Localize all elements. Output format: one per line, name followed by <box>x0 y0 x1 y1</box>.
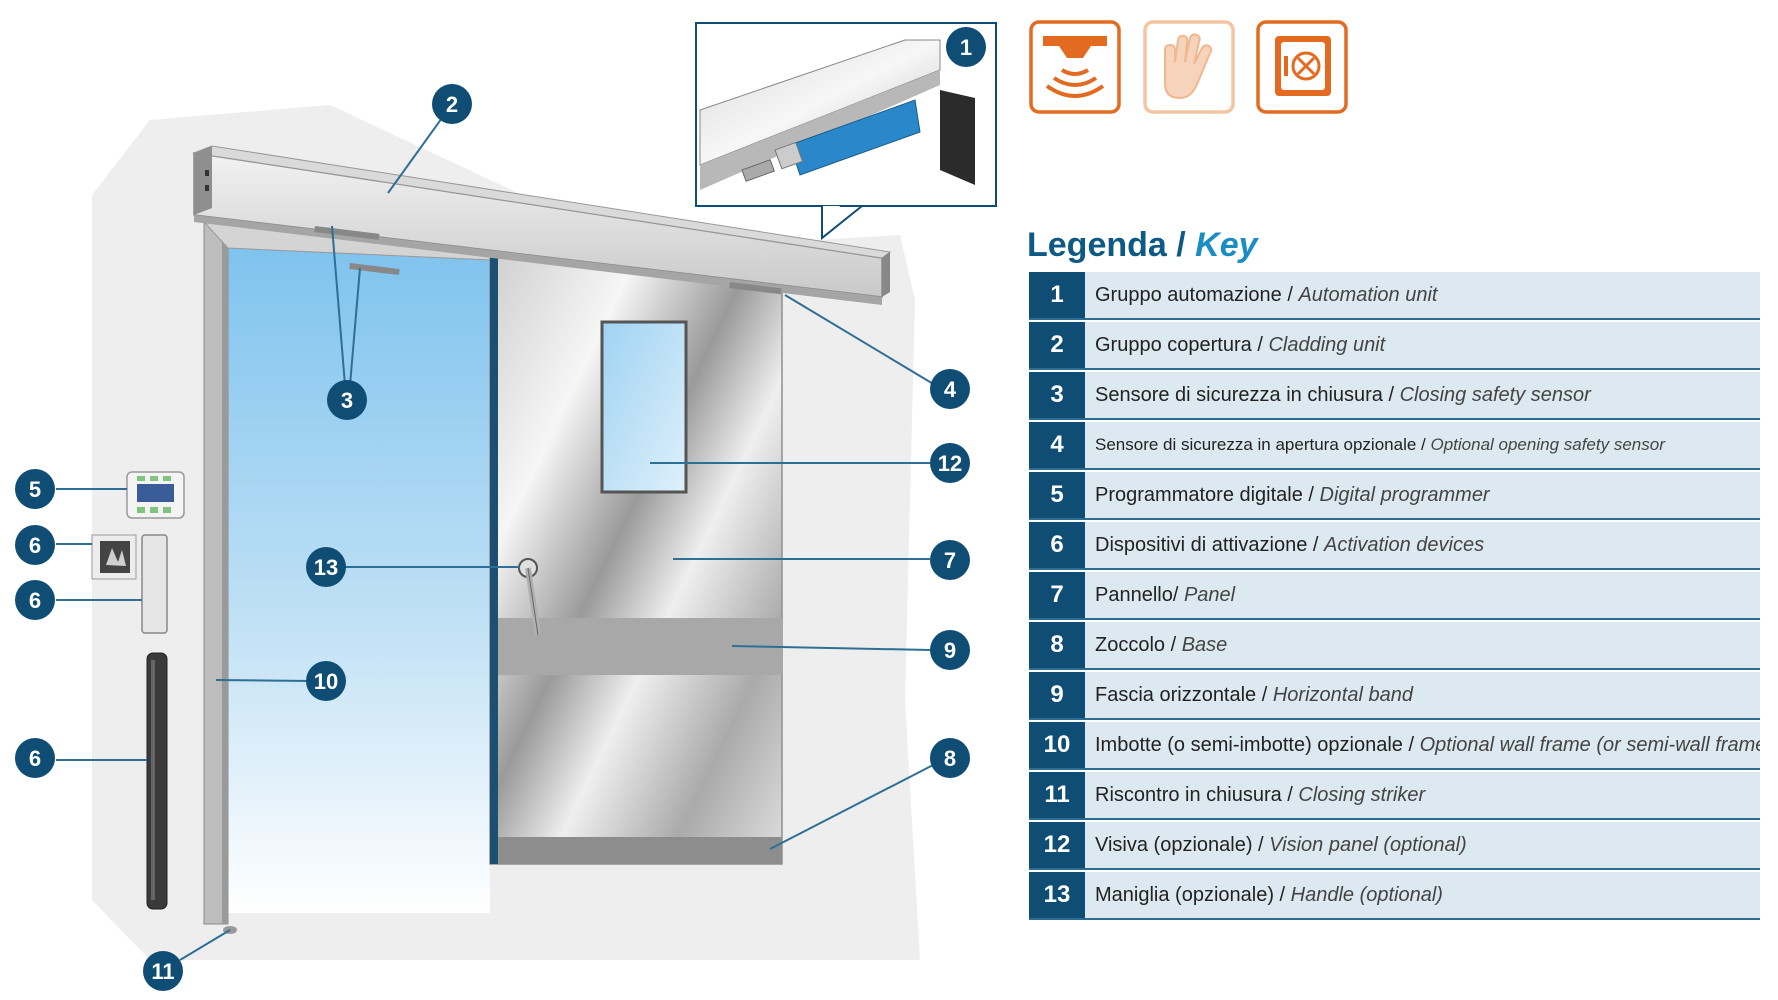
door-base <box>498 837 782 864</box>
callout-2: 2 <box>432 84 472 124</box>
legend-label: Gruppo copertura / Cladding unit <box>1085 322 1760 368</box>
legend-title: Legenda / Key <box>1027 226 1258 265</box>
svg-text:6: 6 <box>29 746 41 771</box>
legend-number: 5 <box>1029 472 1085 518</box>
callout-6a: 6 <box>15 525 55 565</box>
svg-text:9: 9 <box>944 638 956 663</box>
callout-6c: 6 <box>15 738 55 778</box>
legend-number: 10 <box>1029 722 1085 768</box>
vision-panel <box>600 320 688 494</box>
svg-text:4: 4 <box>944 377 957 402</box>
legend-title-sep: / <box>1166 226 1196 264</box>
legend-number: 4 <box>1029 422 1085 468</box>
legend-label: Dispositivi di attivazione / Activation … <box>1085 522 1760 568</box>
legend-number: 9 <box>1029 672 1085 718</box>
svg-text:7: 7 <box>944 548 956 573</box>
activation-device-hand <box>91 534 137 580</box>
svg-text:10: 10 <box>314 669 338 694</box>
legend-number: 8 <box>1029 622 1085 668</box>
callout-4: 4 <box>930 369 970 409</box>
callout-7: 7 <box>930 540 970 580</box>
legend-number: 1 <box>1029 272 1085 318</box>
callout-13: 13 <box>306 547 346 587</box>
opening-sensor <box>729 282 782 295</box>
automation-unit-inset <box>695 22 997 241</box>
svg-text:1: 1 <box>960 35 972 60</box>
svg-text:12: 12 <box>938 451 962 476</box>
svg-text:6: 6 <box>29 588 41 613</box>
svg-text:13: 13 <box>314 555 338 580</box>
svg-text:8: 8 <box>944 746 956 771</box>
callout-10: 10 <box>306 661 346 701</box>
digital-programmer <box>126 471 185 519</box>
legend-number: 6 <box>1029 522 1085 568</box>
callout-12: 12 <box>930 443 970 483</box>
legend-label: Pannello/ Panel <box>1085 572 1760 618</box>
callout-9: 9 <box>930 630 970 670</box>
legend-label: Gruppo automazione / Automation unit <box>1085 272 1760 318</box>
cladding-unit <box>192 145 892 305</box>
callout-11: 11 <box>143 951 183 991</box>
callout-6b: 6 <box>15 580 55 620</box>
closing-sensor <box>314 225 380 240</box>
svg-text:3: 3 <box>341 388 353 413</box>
svg-text:2: 2 <box>446 92 458 117</box>
legend-label: Maniglia (opzionale) / Handle (optional) <box>1085 872 1760 918</box>
legend-label: Fascia orizzontale / Horizontal band <box>1085 672 1760 718</box>
legend-label: Imbotte (o semi-imbotte) opzionale / Opt… <box>1085 722 1760 768</box>
callout-5: 5 <box>15 469 55 509</box>
hand-touch-icon <box>1143 20 1235 114</box>
legend-number: 3 <box>1029 372 1085 418</box>
legend-label: Programmatore digitale / Digital program… <box>1085 472 1760 518</box>
activation-device-push <box>141 534 168 634</box>
legend-label: Sensore di sicurezza in apertura opziona… <box>1085 422 1760 468</box>
callout-8: 8 <box>930 738 970 778</box>
svg-text:11: 11 <box>151 959 174 984</box>
legend-label: Zoccolo / Base <box>1085 622 1760 668</box>
svg-text:5: 5 <box>29 477 41 502</box>
activation-device-bar <box>146 652 168 910</box>
legend-title-en: Key <box>1195 226 1258 264</box>
legend-number: 7 <box>1029 572 1085 618</box>
legend-label: Sensore di sicurezza in chiusura / Closi… <box>1085 372 1760 418</box>
safe-lock-icon <box>1256 20 1348 114</box>
callout-1: 1 <box>946 27 986 67</box>
door-panel <box>489 257 783 865</box>
motion-sensor-icon <box>1029 20 1121 114</box>
legend-label: Visiva (opzionale) / Vision panel (optio… <box>1085 822 1760 868</box>
svg-text:6: 6 <box>29 533 41 558</box>
motor <box>789 99 921 176</box>
legend-number: 11 <box>1029 772 1085 818</box>
callout-3: 3 <box>327 380 367 420</box>
legend-label: Riscontro in chiusura / Closing striker <box>1085 772 1760 818</box>
legend-number: 13 <box>1029 872 1085 918</box>
legend-number: 2 <box>1029 322 1085 368</box>
legend-number: 12 <box>1029 822 1085 868</box>
glass-opening <box>228 248 490 913</box>
callouts: 1 2 3 4 5 6 6 6 7 8 9 10 11 12 13 <box>15 27 986 991</box>
legend-title-it: Legenda <box>1027 226 1167 264</box>
